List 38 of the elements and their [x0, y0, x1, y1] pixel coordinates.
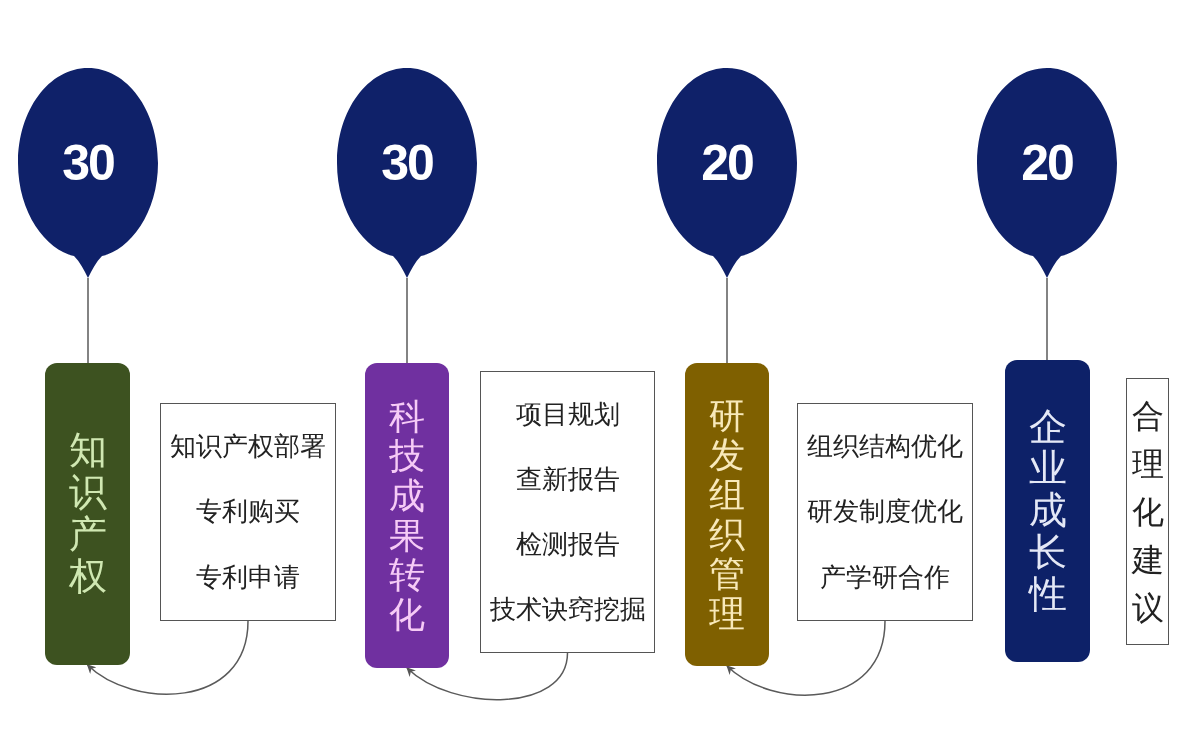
item-text: 组织结构优化 — [807, 431, 963, 463]
balloon — [977, 68, 1117, 278]
item-text: 知识产权部署 — [170, 431, 326, 463]
connector-line — [406, 277, 408, 364]
item-text: 专利申请 — [196, 561, 300, 593]
connector-line — [87, 277, 89, 364]
item-text: 检测报告 — [515, 529, 620, 561]
item-text: 产学研合作 — [820, 561, 950, 593]
connector-line — [1046, 277, 1048, 361]
item-box — [1126, 378, 1169, 645]
score-number: 30 — [381, 138, 433, 188]
score-number: 20 — [701, 138, 753, 188]
category-label: 科技成果转化 — [389, 396, 425, 635]
category-label: 研发组织管理 — [709, 395, 745, 634]
category-label: 知识产权 — [68, 430, 107, 598]
score-number: 20 — [1021, 138, 1073, 188]
balloon — [337, 68, 477, 278]
curved-arrow — [86, 620, 249, 695]
category-bar — [45, 363, 130, 665]
category-label: 企业成长性 — [1028, 406, 1067, 616]
item-text: 研发制度优化 — [807, 496, 963, 528]
curved-arrow — [406, 652, 569, 701]
balloon — [657, 68, 797, 278]
item-text: 项目规划 — [515, 398, 620, 430]
balloon — [18, 68, 158, 278]
item-box — [480, 371, 655, 653]
item-text: 专利购买 — [196, 496, 300, 528]
item-text: 技术诀窍挖掘 — [489, 594, 646, 626]
item-text: 查新报告 — [515, 463, 620, 495]
score-number: 30 — [62, 138, 114, 188]
category-bar — [1005, 360, 1090, 662]
category-bar — [685, 363, 769, 666]
item-box — [797, 403, 973, 621]
curved-arrow — [726, 620, 886, 696]
item-box — [160, 403, 336, 621]
item-text: 合理化建议 — [1131, 395, 1164, 629]
category-bar — [365, 363, 449, 668]
connector-line — [726, 277, 728, 364]
